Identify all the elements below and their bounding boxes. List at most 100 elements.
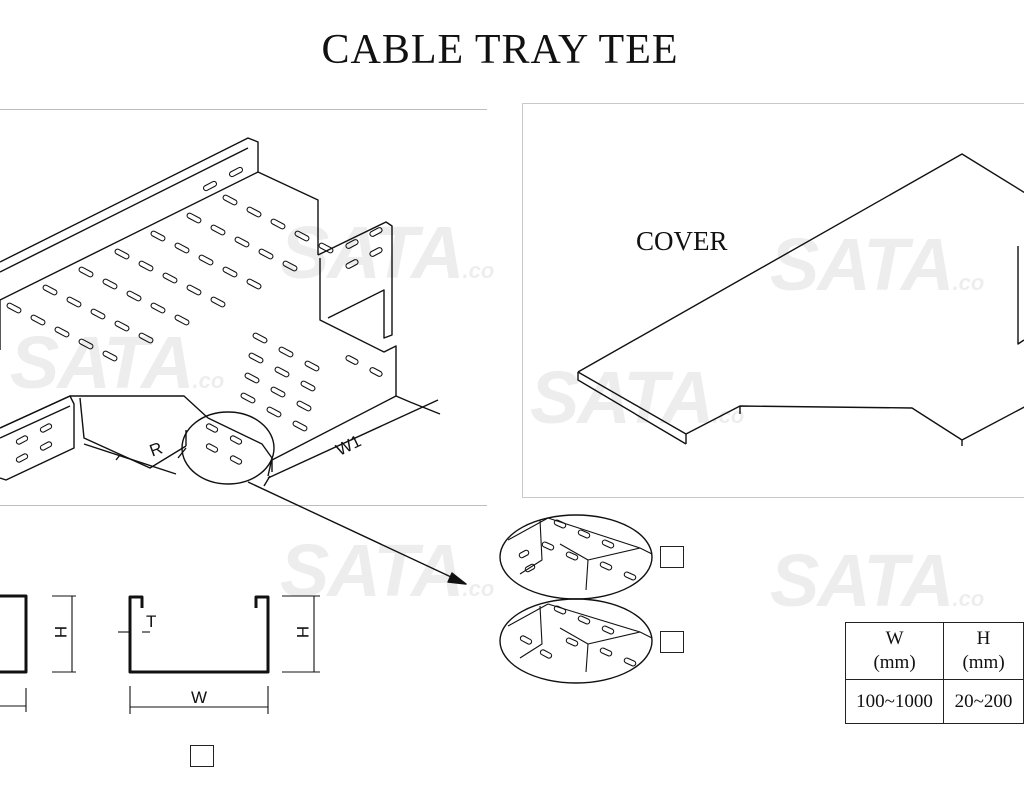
slot	[369, 227, 383, 237]
section-t-label: T	[146, 612, 157, 631]
slot	[345, 239, 359, 249]
section-left-h-label: H	[51, 625, 71, 639]
slot	[150, 302, 166, 314]
slot	[222, 194, 238, 206]
slot	[270, 386, 286, 398]
slot	[126, 290, 142, 302]
slot	[292, 420, 308, 432]
detail-bubble-1-art	[507, 517, 653, 591]
slot	[210, 224, 226, 236]
section-left	[0, 594, 28, 674]
slot	[202, 180, 218, 192]
section-right-h-label: H	[293, 625, 313, 639]
slot	[539, 649, 553, 659]
detail-option-2-checkbox[interactable]	[660, 631, 684, 653]
slot	[186, 212, 202, 224]
spec-cell-w: 100~1000	[844, 678, 945, 725]
slot	[524, 563, 536, 573]
spec-header-w: W (mm)	[844, 622, 945, 680]
slot	[138, 332, 154, 344]
slot	[15, 435, 29, 445]
slot	[318, 242, 334, 254]
slot	[102, 350, 118, 362]
slot	[222, 266, 238, 278]
dimension-r-line	[83, 443, 187, 475]
slot	[246, 206, 262, 218]
slot	[186, 284, 202, 296]
slot	[234, 236, 250, 248]
slot	[210, 296, 226, 308]
slot	[15, 453, 29, 463]
detail-leader-line	[247, 481, 467, 585]
slot	[205, 423, 219, 433]
slot	[266, 406, 282, 418]
slot	[174, 242, 190, 254]
spec-table: W (mm) H (mm) 100~1000 20~200	[844, 622, 1024, 725]
slot	[114, 320, 130, 332]
slot	[565, 551, 579, 561]
detail-bubble-2	[499, 598, 653, 684]
slot	[39, 441, 53, 451]
slot	[599, 647, 613, 657]
slot	[577, 529, 591, 539]
section-right	[128, 595, 270, 674]
slot	[246, 278, 262, 290]
slot	[553, 605, 567, 615]
slot	[150, 230, 166, 242]
slot	[553, 519, 567, 529]
spec-table-header-row: W (mm) H (mm)	[844, 622, 1024, 680]
section-option-checkbox[interactable]	[190, 745, 214, 767]
slot	[229, 455, 243, 465]
table-row: 100~1000 20~200	[844, 678, 1024, 725]
slot	[240, 392, 256, 404]
slot	[270, 218, 286, 230]
cover-label: COVER	[636, 226, 728, 256]
slot	[30, 314, 46, 326]
slot	[54, 326, 70, 338]
slot	[252, 332, 268, 344]
detail-bubble-2-art	[507, 603, 653, 673]
slot	[599, 561, 613, 571]
page-title: CABLE TRAY TEE	[321, 27, 679, 73]
slot	[102, 278, 118, 290]
slot	[78, 338, 94, 350]
slot	[282, 260, 298, 272]
slot	[565, 637, 579, 647]
slot	[114, 248, 130, 260]
slot	[345, 355, 359, 365]
slot	[541, 541, 555, 551]
section-right-dims	[118, 595, 320, 714]
cover-isometric	[577, 153, 1024, 446]
bottom-left-divider	[0, 505, 487, 506]
slot	[6, 302, 22, 314]
slot	[78, 266, 94, 278]
slot	[162, 272, 178, 284]
slot	[90, 308, 106, 320]
slot	[248, 352, 264, 364]
slot	[304, 360, 320, 372]
slot	[229, 435, 243, 445]
slot	[623, 571, 637, 581]
slot	[278, 346, 294, 358]
slot	[205, 443, 219, 453]
section-left-dims	[0, 595, 76, 712]
slot	[258, 248, 274, 260]
detail-option-1-checkbox[interactable]	[660, 546, 684, 568]
slot	[577, 615, 591, 625]
slot	[244, 372, 260, 384]
dimension-w1-line	[263, 399, 441, 487]
slot	[300, 380, 316, 392]
slot	[228, 166, 244, 178]
slot	[369, 367, 383, 377]
slot	[198, 254, 214, 266]
spec-header-h: H (mm)	[943, 622, 1024, 680]
spec-cell-h: 20~200	[943, 678, 1024, 725]
slot	[39, 423, 53, 433]
section-w-label: W	[191, 688, 208, 707]
slot	[369, 247, 383, 257]
slot	[601, 539, 615, 549]
slot	[42, 284, 58, 296]
slot	[66, 296, 82, 308]
slot	[518, 549, 530, 559]
